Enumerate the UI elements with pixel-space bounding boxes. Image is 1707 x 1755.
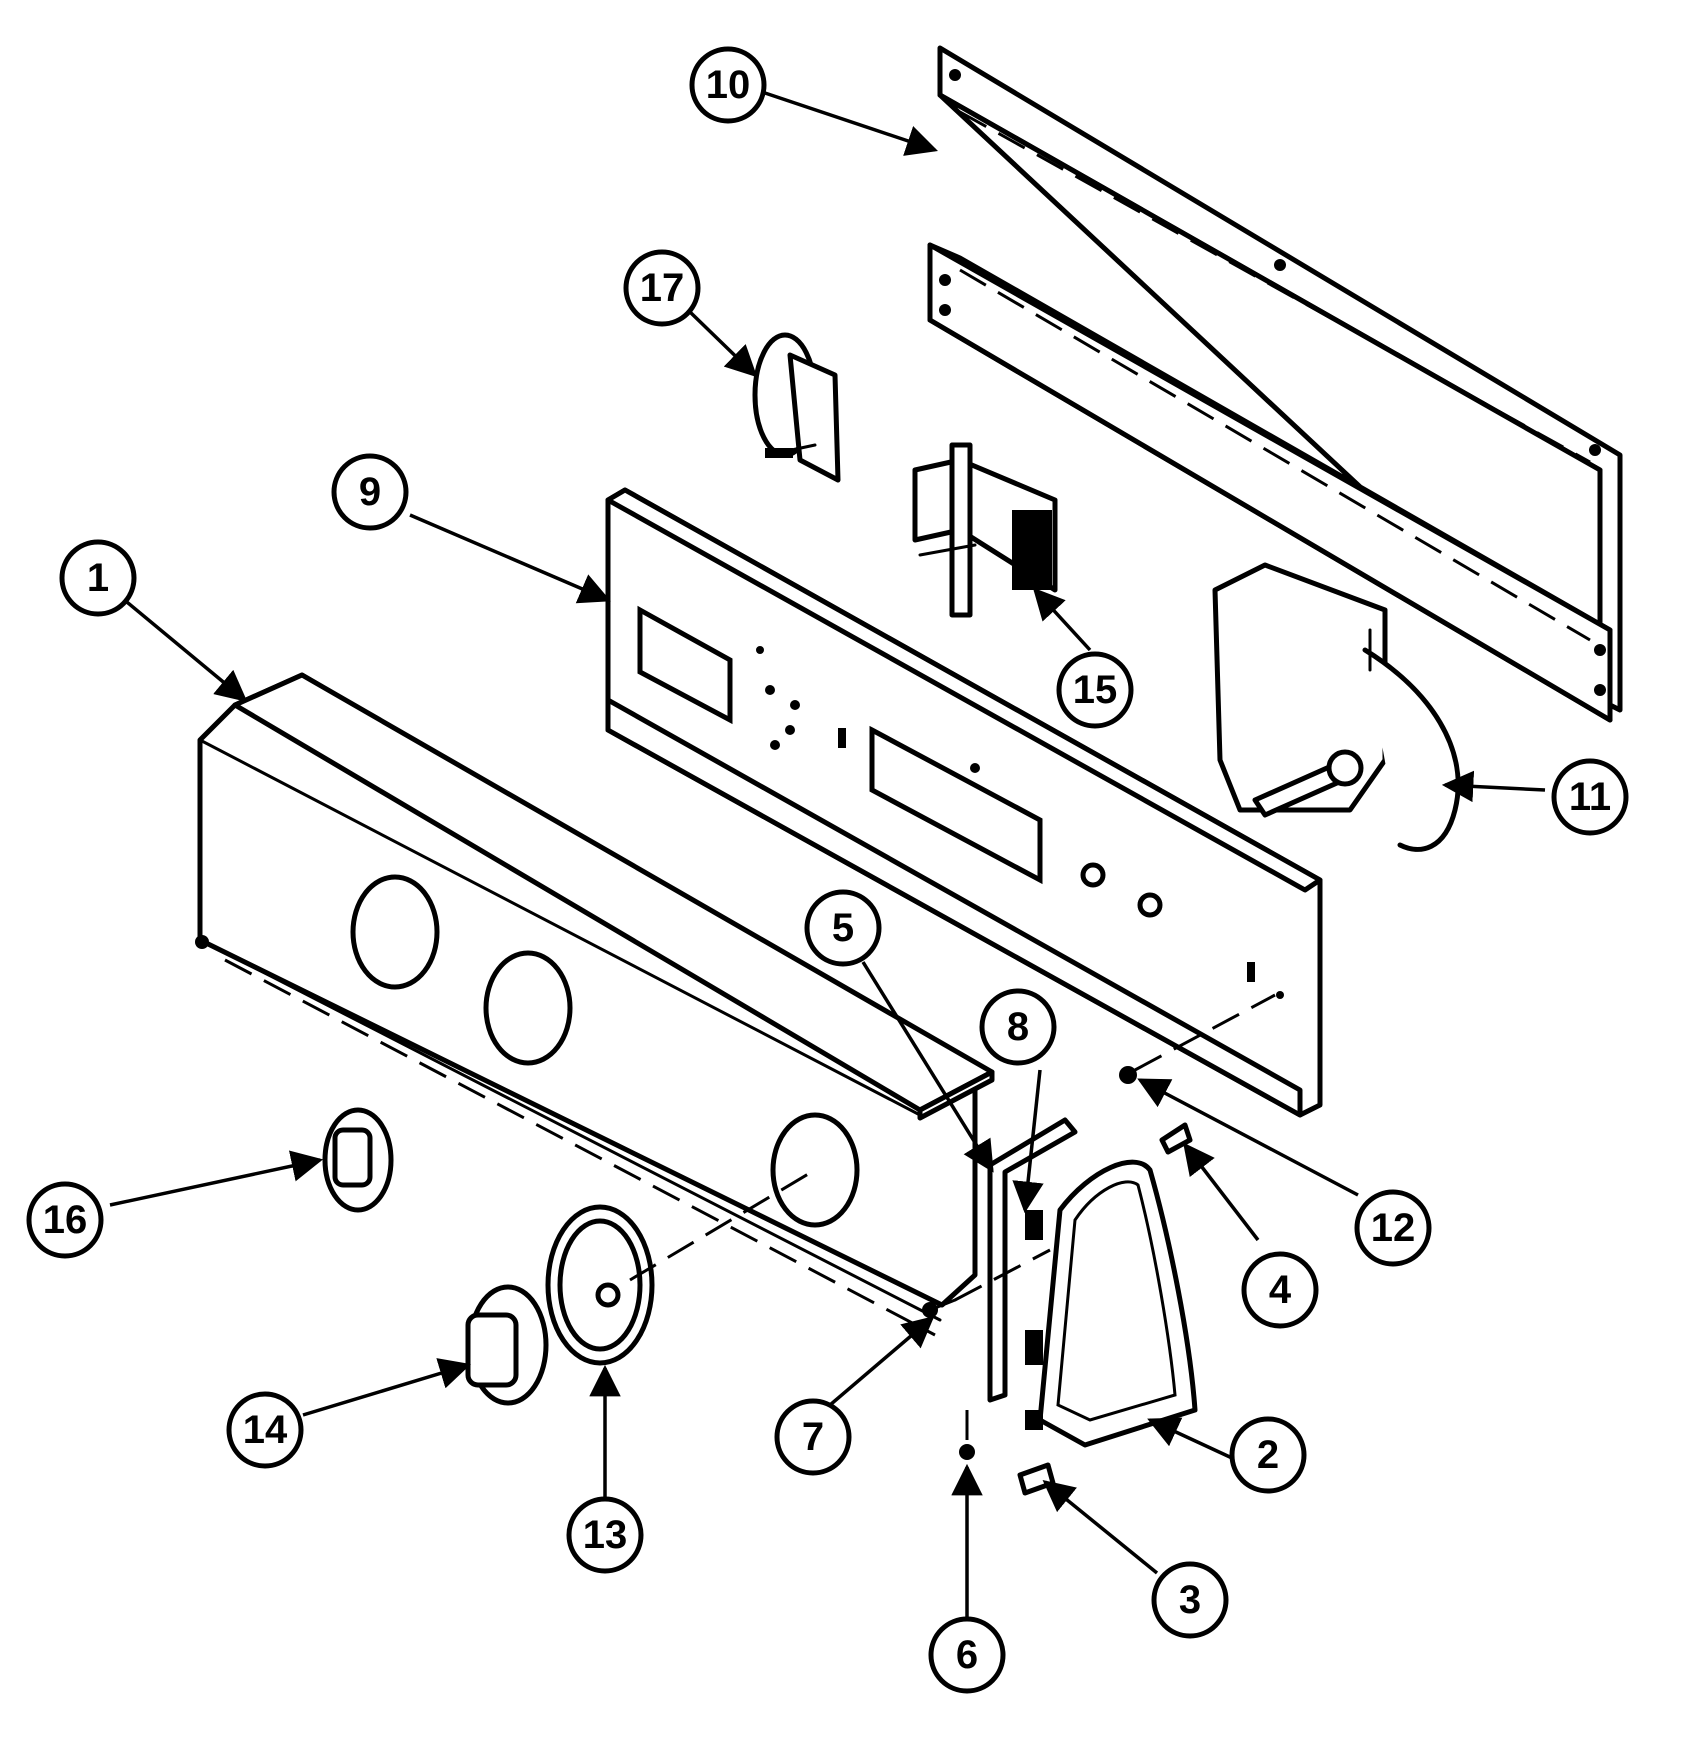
callout-7: 7 [774,1398,852,1476]
callout-7-label: 7 [802,1415,824,1459]
callout-5: 5 [804,889,882,967]
callout-14: 14 [226,1391,304,1469]
part-16-knob [322,1107,394,1213]
part-3-clip [1017,1462,1056,1496]
callout-10: 10 [689,46,767,124]
part-14-knob [465,1284,549,1406]
part-7-screw [922,1298,957,1318]
part-9-control-bracket [605,487,1323,1118]
callout-1: 1 [59,539,137,617]
callout-5-label: 5 [832,906,854,950]
part-15-timer-motor [912,442,1058,618]
callout-16: 16 [26,1181,104,1259]
callout-16-label: 16 [43,1198,88,1242]
callout-9-label: 9 [359,470,381,514]
callout-6: 6 [928,1616,1006,1694]
callout-6-label: 6 [956,1633,978,1677]
part-17-switch [752,332,841,483]
leader-lines [109,91,1546,1620]
callout-13-label: 13 [583,1513,628,1557]
part-4-clip [1159,1122,1193,1155]
callout-12-label: 12 [1371,1206,1416,1250]
part-11-housing [1212,562,1461,852]
callout-2-label: 2 [1257,1433,1279,1477]
callout-17-label: 17 [640,266,685,310]
callout-12: 12 [1354,1189,1432,1267]
callout-14-label: 14 [243,1408,288,1452]
part-10-rear-panel [927,45,1623,723]
callout-3-label: 3 [1179,1578,1201,1622]
callout-13: 13 [566,1496,644,1574]
part-12-screw [1119,1066,1137,1084]
callout-1-label: 1 [87,556,109,600]
callout-15-label: 15 [1073,668,1118,712]
callout-9: 9 [331,453,409,531]
callout-2: 2 [1229,1416,1307,1494]
part-1-console [195,672,995,1337]
callout-8-label: 8 [1007,1005,1029,1049]
callout-11: 11 [1551,758,1629,836]
part-5-trim-strip [987,1117,1078,1403]
part-6-screw [959,1444,975,1460]
callout-10-label: 10 [706,63,751,107]
callout-17: 17 [623,249,701,327]
part-2-window-frame [1025,1159,1198,1448]
callout-11-label: 11 [1569,775,1611,819]
callout-8: 8 [979,988,1057,1066]
part-13-dial [545,1204,655,1366]
callout-3: 3 [1151,1561,1229,1639]
callout-15: 15 [1056,651,1134,729]
callout-4-label: 4 [1269,1268,1292,1312]
callout-4: 4 [1241,1251,1319,1329]
